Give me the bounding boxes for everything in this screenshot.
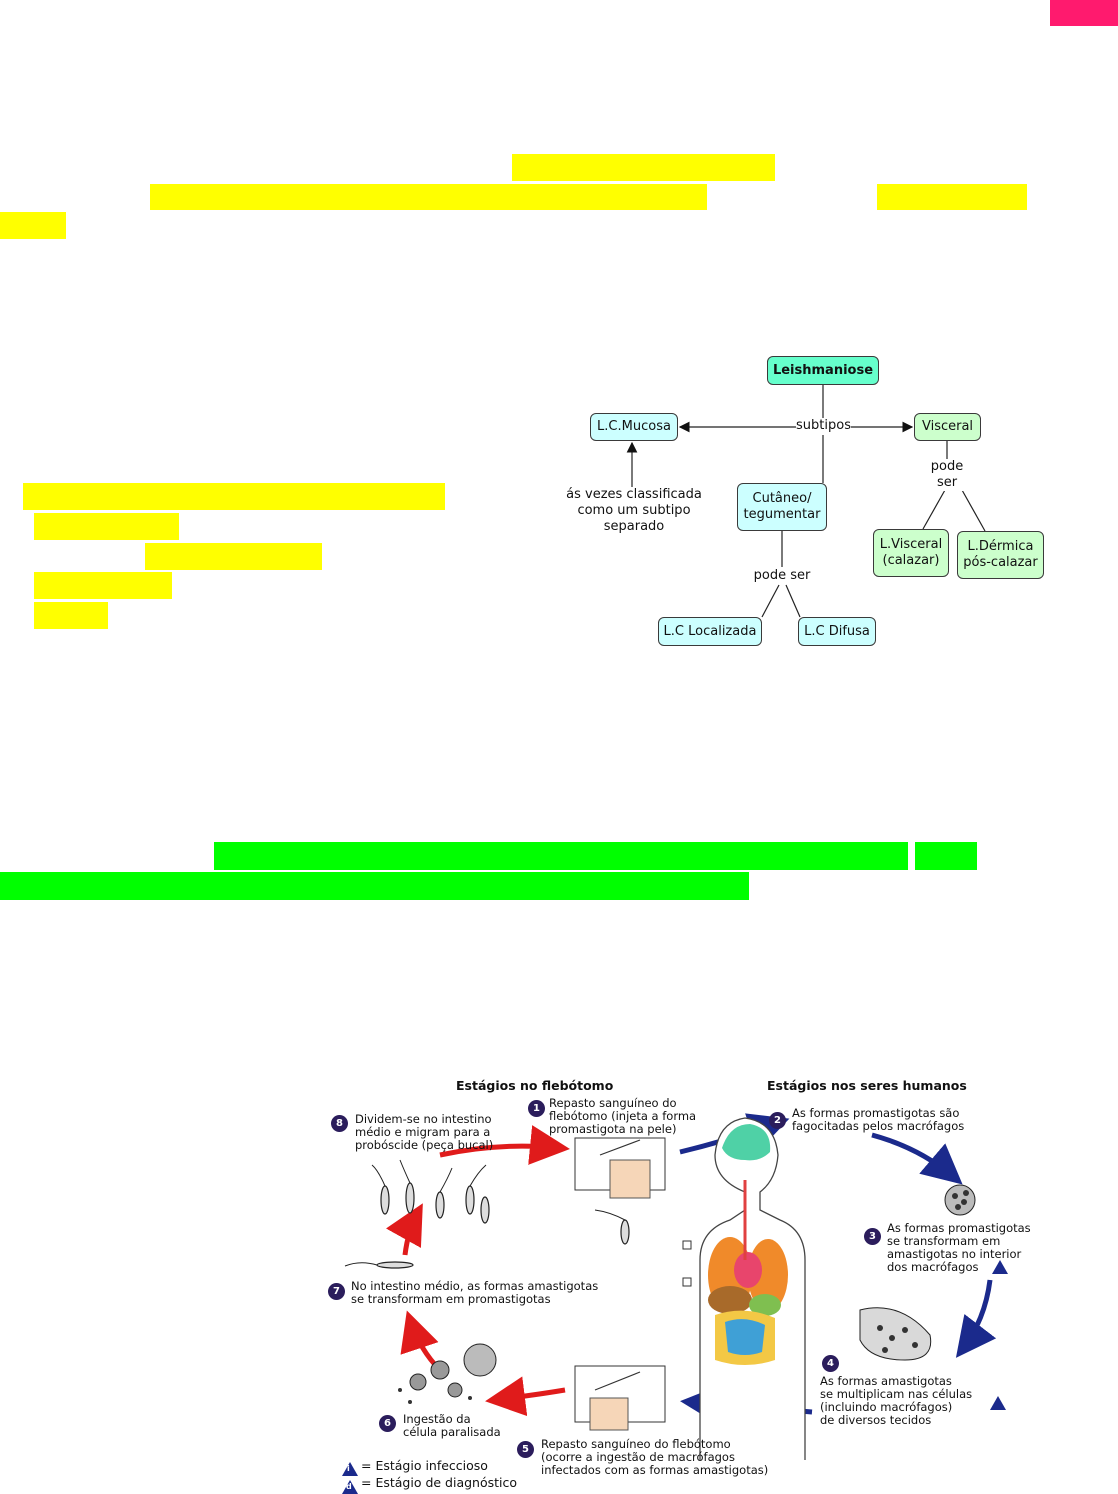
step-text-5: Repasto sanguíneo do flebótomo (ocorre a… <box>541 1437 769 1477</box>
node-l-dermica: L.Dérmica pós-calazar <box>957 531 1044 579</box>
node-lc-localizada: L.C Localizada <box>658 617 762 646</box>
legend-infective-stage: = Estágio infeccioso <box>361 1458 488 1473</box>
step-number-7: 7 <box>328 1283 345 1300</box>
page-corner-tab <box>1050 0 1118 26</box>
step-text-6: Ingestão da célula paralisada <box>403 1412 501 1439</box>
concept-map-connectors <box>626 385 986 618</box>
highlight-bar-green <box>0 872 749 900</box>
edge-label-subtipos: subtipos <box>796 418 851 434</box>
node-lc-difusa: L.C Difusa <box>798 617 876 646</box>
step-number-8: 8 <box>331 1115 348 1132</box>
highlight-bar <box>150 184 707 210</box>
highlight-bar <box>23 483 445 510</box>
legend-d-letter: d <box>346 1482 352 1491</box>
edge-label-pode-ser-visceral: pode ser <box>925 459 969 491</box>
legend-i-letter: i <box>347 1464 350 1473</box>
step-number-3: 3 <box>864 1228 881 1245</box>
node-l-visceral-calazar: L.Visceral (calazar) <box>873 529 949 577</box>
step-text-1: Repasto sanguíneo do flebótomo (injeta a… <box>549 1096 697 1136</box>
step-number-6: 6 <box>379 1415 396 1432</box>
highlight-bar <box>512 154 775 181</box>
step-number-2: 2 <box>769 1112 786 1129</box>
highlight-bar-green <box>214 842 908 870</box>
step-text-7: No intestino médio, as formas amastigota… <box>351 1279 599 1306</box>
node-visceral: Visceral <box>914 413 981 441</box>
step-text-3: As formas promastigotas se transformam e… <box>887 1221 1031 1274</box>
legend-diagnostic-stage: = Estágio de diagnóstico <box>361 1475 518 1490</box>
highlight-bar <box>34 602 108 629</box>
highlight-bar <box>34 572 172 599</box>
step-text-2: As formas promastigotas são fagocitadas … <box>792 1106 965 1133</box>
node-leishmaniose: Leishmaniose <box>767 356 879 385</box>
highlight-bar-green <box>915 842 977 870</box>
step-number-4: 4 <box>822 1355 839 1372</box>
note-subtipo-separado: ás vezes classificada como um subtipo se… <box>548 487 720 535</box>
step-number-1: 1 <box>528 1100 545 1117</box>
edge-label-pode-ser-cutaneo: pode ser <box>748 568 816 584</box>
step-text-8: Dividem-se no intestino médio e migram p… <box>355 1112 494 1152</box>
highlight-bar <box>145 543 322 570</box>
highlight-bar <box>0 212 66 239</box>
highlight-bar <box>877 184 1027 210</box>
highlight-bar <box>34 513 179 540</box>
life-cycle-graphics <box>342 1113 1008 1494</box>
node-lc-mucosa: L.C.Mucosa <box>590 413 678 441</box>
header-fly-stages: Estágios no flebótomo <box>456 1078 614 1093</box>
step-number-5: 5 <box>517 1441 534 1458</box>
header-human-stages: Estágios nos seres humanos <box>767 1078 967 1093</box>
step-text-4: As formas amastigotas se multiplicam nas… <box>820 1374 973 1427</box>
node-cutaneo: Cutâneo/ tegumentar <box>737 483 827 531</box>
